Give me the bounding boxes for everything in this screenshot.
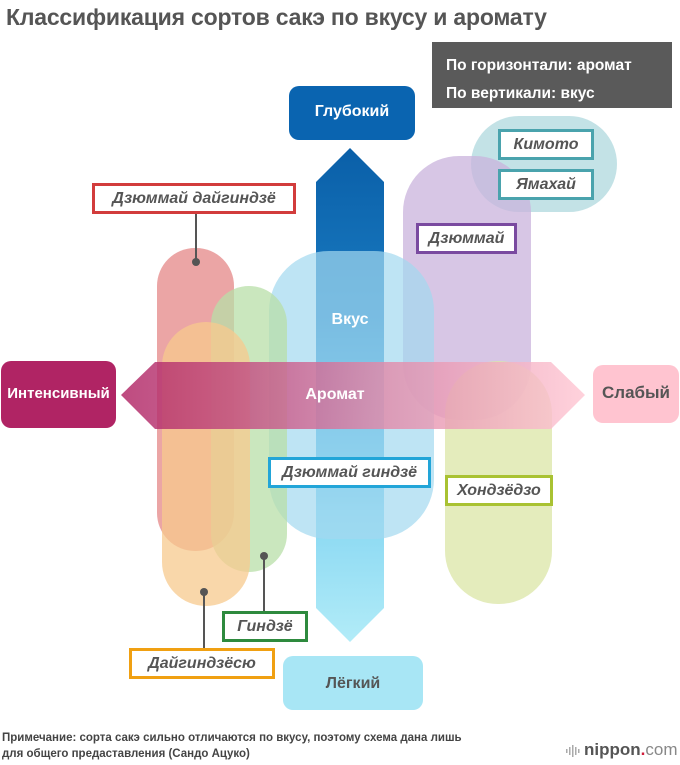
- label-honjozo: Хондзёдзо: [445, 475, 553, 506]
- aroma-weak-label: Слабый: [593, 365, 679, 423]
- logo-main: nippon: [584, 740, 641, 759]
- label-daiginjo: Дайгиндзёсю: [129, 648, 275, 679]
- aroma-axis-label: Аромат: [305, 386, 365, 403]
- legend-horizontal: По горизонтали: аромат: [446, 57, 632, 74]
- diagram-title: Классификация сортов сакэ по вкусу и аро…: [6, 4, 547, 30]
- aroma-axis-arrow: [121, 362, 585, 429]
- axis-legend-box: По горизонтали: аромат По вертикали: вку…: [432, 42, 672, 108]
- label-kimoto: Кимото: [498, 129, 594, 160]
- label-yamahai: Ямахай: [498, 169, 594, 200]
- label-ginjo: Гиндзё: [222, 611, 308, 642]
- footnote: Примечание: сорта сакэ сильно отличаются…: [2, 730, 462, 762]
- logo-bars-icon: [566, 744, 580, 757]
- label-junmai: Дзюммай: [416, 223, 517, 254]
- ginjo-dot: [260, 552, 268, 560]
- logo-dot: .: [640, 740, 646, 759]
- aroma-intense-label: Интенсивный: [1, 361, 116, 428]
- junmai-region: [403, 156, 531, 420]
- ginjo-leader: [263, 555, 265, 615]
- junmai-daiginjo-leader: [195, 213, 197, 263]
- daiginjo-leader: [203, 592, 205, 650]
- legend-vertical: По вертикали: вкус: [446, 85, 595, 102]
- label-junmai-ginjo: Дзюммай гиндзё: [268, 457, 431, 488]
- nippon-logo: nippon.com: [566, 740, 678, 760]
- taste-deep-label: Глубокий: [289, 86, 415, 140]
- taste-light-label: Лёгкий: [283, 656, 423, 710]
- junmai-daiginjo-dot: [192, 258, 200, 266]
- logo-tld: com: [645, 740, 678, 759]
- taste-axis-label: Вкус: [331, 311, 369, 328]
- footnote-line-2: для общего предаставления (Сандо Ацуко): [2, 748, 250, 760]
- footnote-line-1: Примечание: сорта сакэ сильно отличаются…: [2, 732, 462, 744]
- daiginjo-dot: [200, 588, 208, 596]
- label-junmai-daiginjo: Дзюммай дайгиндзё: [92, 183, 296, 214]
